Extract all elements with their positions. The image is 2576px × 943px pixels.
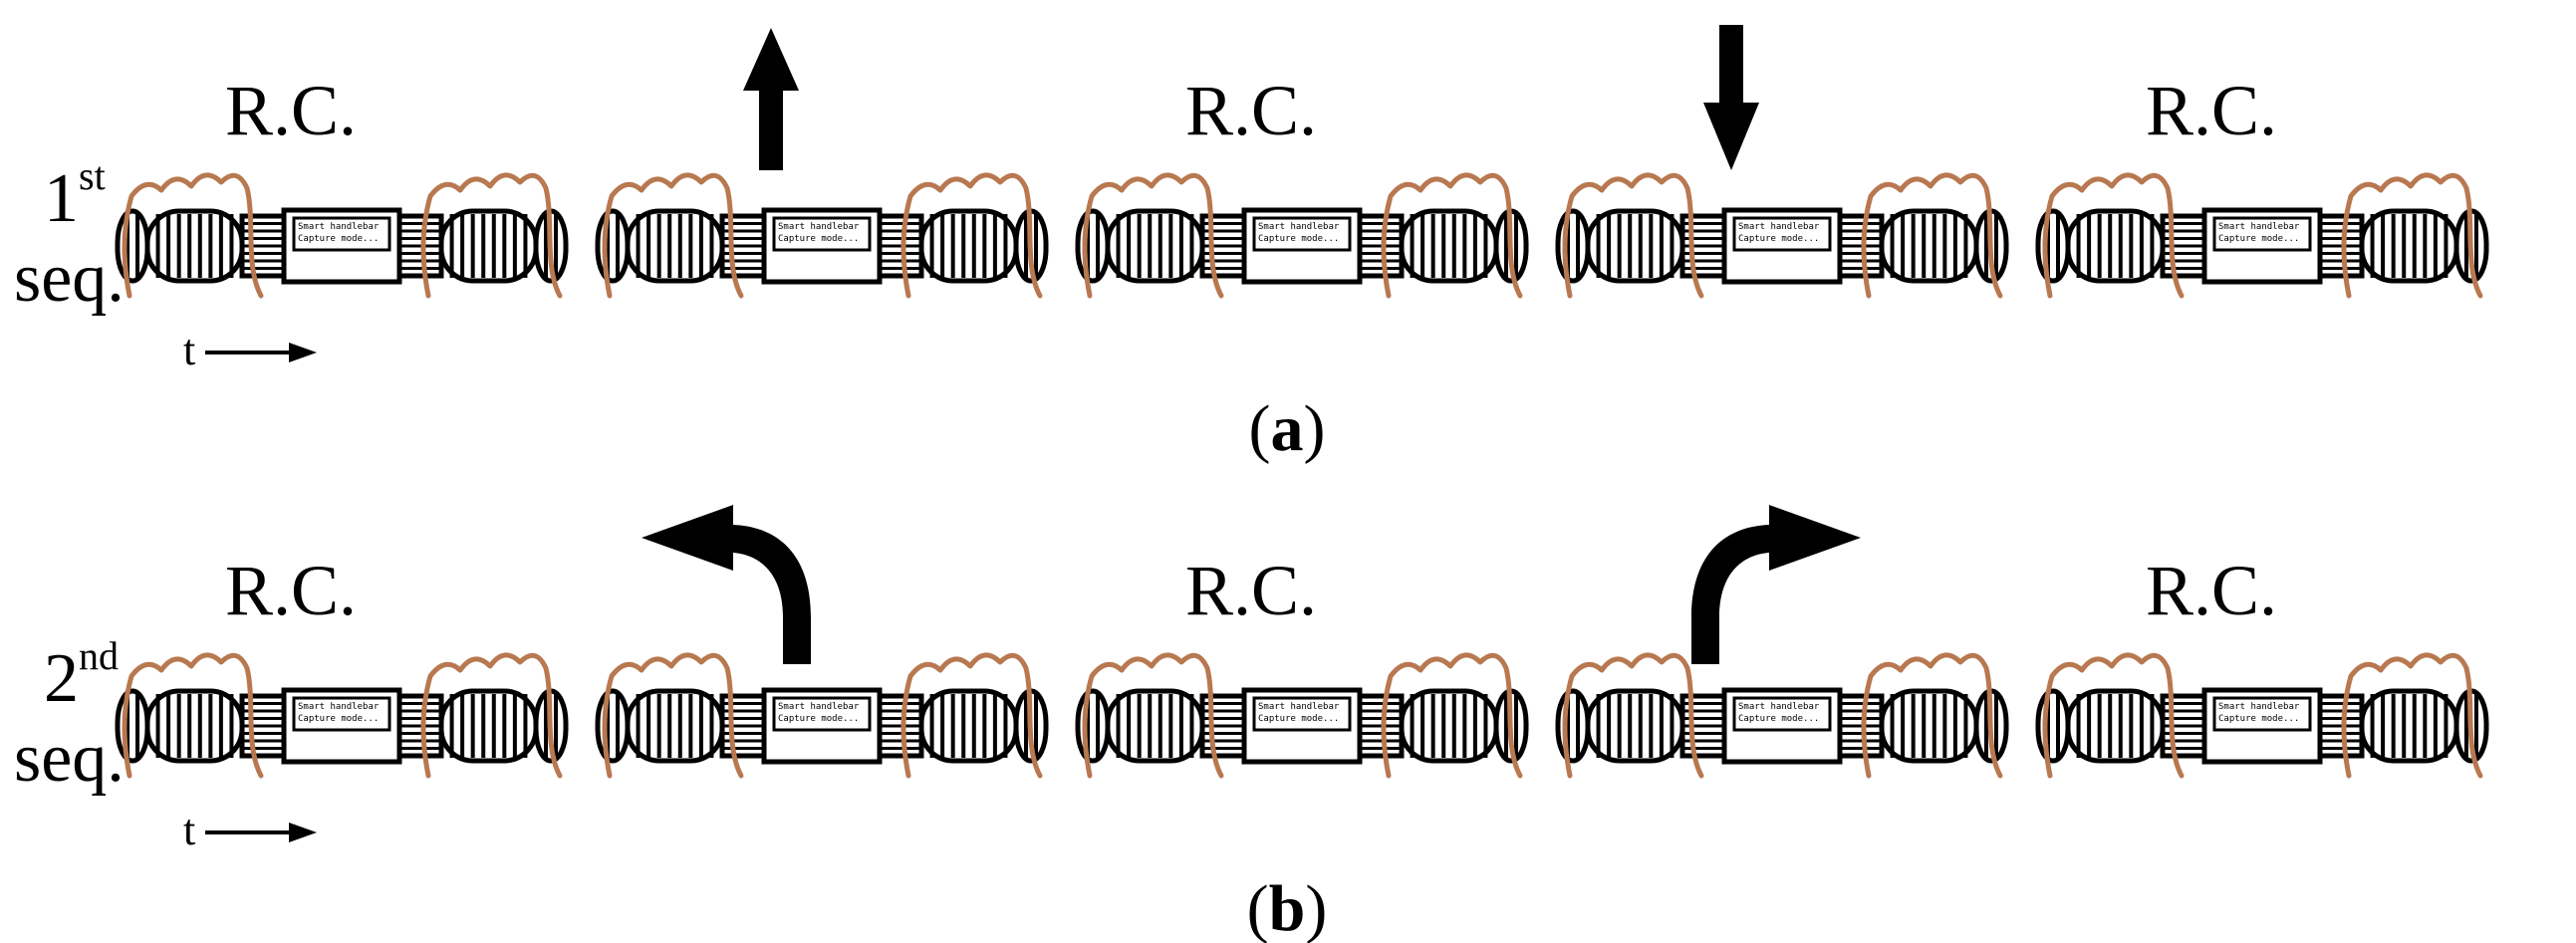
screen-line-2: Capture mode... — [298, 234, 379, 244]
caption-close-paren: ) — [1304, 392, 1326, 465]
rest-condition-label: R.C. — [2146, 551, 2277, 630]
screen-line-2: Capture mode... — [1738, 714, 1819, 724]
sequence-suffix: nd — [79, 633, 119, 678]
sequence-word: seq. — [14, 240, 125, 317]
time-arrow-icon — [289, 823, 317, 842]
screen-line-1: Smart handlebar — [2218, 222, 2300, 232]
rest-condition-label: R.C. — [225, 71, 357, 150]
turn-left-arrow-icon — [642, 505, 811, 664]
caption-letter: a — [1271, 392, 1304, 465]
rest-condition-label: R.C. — [1185, 71, 1317, 150]
screen-line-1: Smart handlebar — [778, 702, 860, 712]
arrow-up-icon — [743, 28, 799, 170]
screen-line-1: Smart handlebar — [2218, 702, 2300, 712]
screen-line-1: Smart handlebar — [298, 702, 380, 712]
screen-line-2: Capture mode... — [298, 714, 379, 724]
sequence-label: 1st seq. — [14, 153, 125, 317]
rest-condition-label: R.C. — [2146, 71, 2277, 150]
subfigure-caption: (b) — [1247, 872, 1328, 943]
screen-line-2: Capture mode... — [2218, 234, 2299, 244]
screen-line-2: Capture mode... — [778, 234, 859, 244]
time-label: t — [183, 806, 195, 854]
screen-line-1: Smart handlebar — [298, 222, 380, 232]
turn-right-arrow-icon — [1691, 505, 1861, 664]
arrow-down-icon — [1703, 25, 1759, 170]
screen-line-2: Capture mode... — [1258, 714, 1339, 724]
rest-condition-label: R.C. — [225, 551, 357, 630]
screen-line-1: Smart handlebar — [1258, 702, 1340, 712]
caption-close-paren: ) — [1305, 872, 1327, 943]
sequence-word: seq. — [14, 720, 125, 797]
screen-line-2: Capture mode... — [2218, 714, 2299, 724]
screen-line-2: Capture mode... — [1738, 234, 1819, 244]
screen-line-1: Smart handlebar — [778, 222, 860, 232]
caption-open-paren: ( — [1247, 872, 1269, 943]
sequence-number: 2 — [44, 640, 79, 717]
screen-line-1: Smart handlebar — [1738, 222, 1820, 232]
subfigure-caption: (a) — [1249, 392, 1326, 465]
rest-condition-label: R.C. — [1185, 551, 1317, 630]
screen-line-1: Smart handlebar — [1258, 222, 1340, 232]
screen-line-1: Smart handlebar — [1738, 702, 1820, 712]
sequence-number: 1 — [44, 160, 79, 237]
sequence-suffix: st — [79, 153, 106, 198]
time-label: t — [183, 326, 195, 374]
caption-letter: b — [1269, 872, 1306, 943]
sequence-label: 2nd seq. — [14, 633, 125, 797]
screen-line-2: Capture mode... — [778, 714, 859, 724]
screen-line-2: Capture mode... — [1258, 234, 1339, 244]
caption-open-paren: ( — [1249, 392, 1271, 465]
time-arrow-icon — [289, 343, 317, 362]
